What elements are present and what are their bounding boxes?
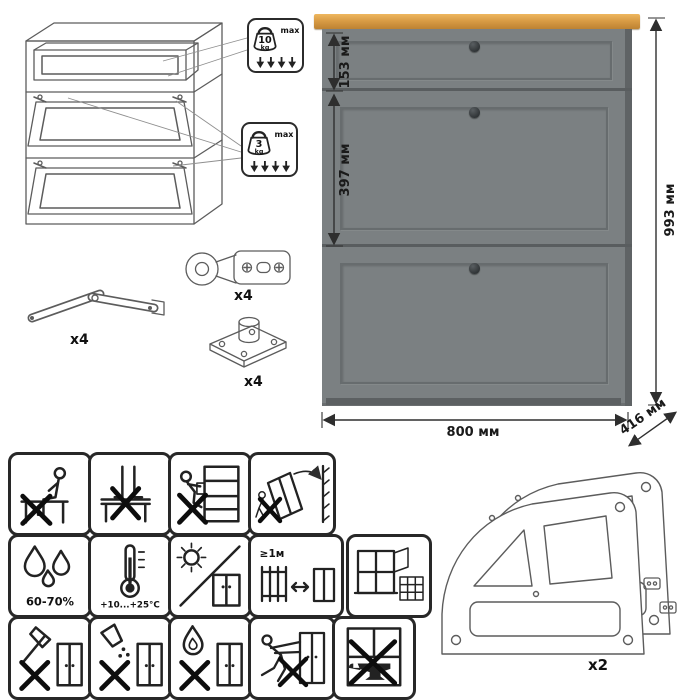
flame-icon <box>179 625 243 691</box>
care-icon-heat-distance: ≥1м <box>248 534 344 618</box>
care-icon-no-pushing <box>248 616 336 700</box>
radiator-distance-icon: ≥1м <box>260 548 336 603</box>
care-icon-avoid-sunlight <box>168 534 252 618</box>
dimension-total-height: 993 мм <box>663 184 678 237</box>
humidity-icon: 60-70% <box>23 545 75 608</box>
down-arrows-icon <box>255 57 296 69</box>
care-icon-humidity-range: 60-70% <box>8 534 92 618</box>
foot-qty-label: x4 <box>244 374 263 390</box>
care-icon-temperature-range: +10...+25°C <box>88 534 172 618</box>
care-icon-ventilated-room <box>346 534 432 618</box>
divider-line <box>322 88 632 91</box>
temperature-value: +10...+25°C <box>100 601 160 611</box>
door-knob <box>468 263 480 274</box>
axe-icon <box>19 626 83 691</box>
flap-load-limit-badge: 3 kg max <box>241 122 298 177</box>
down-arrows-icon <box>249 161 290 173</box>
humidity-value: 60-70% <box>26 594 75 608</box>
anvil-in-cabinet-icon <box>346 627 402 687</box>
window-icon <box>353 547 424 601</box>
leader-lines <box>67 37 248 167</box>
care-icon-no-climbing <box>168 452 252 536</box>
foot-fitting-drawing <box>209 316 287 368</box>
dimension-flap-height: 397 мм <box>338 144 353 197</box>
cabinet-flap-door-2 <box>324 247 624 398</box>
door-knob <box>468 107 480 118</box>
care-icon-no-sitting <box>8 452 92 536</box>
flap-limit-unit: kg <box>254 149 263 156</box>
drawer-limit-value: 10 <box>258 35 272 46</box>
heat-distance-value: ≥1м <box>260 548 285 560</box>
cabinet-top-board <box>314 14 640 29</box>
drawer-knob <box>468 41 480 52</box>
max-label: max <box>280 26 300 35</box>
max-label: max <box>274 130 294 139</box>
hinge-qty-label: x4 <box>234 288 253 304</box>
care-icon-no-open-flame <box>168 616 252 700</box>
side-panel-qty-label: x2 <box>588 656 609 674</box>
dimension-depth: 416 мм <box>617 396 669 439</box>
cabinet-flap-door-1 <box>324 91 624 244</box>
care-icon-no-liquids <box>88 616 172 700</box>
side-panel-parts-drawing <box>441 471 677 655</box>
sun-icon <box>176 542 241 607</box>
dimension-width: 800 мм <box>447 425 500 440</box>
thermometer-icon: +10...+25°C <box>100 544 160 611</box>
spilling-cup-icon <box>99 623 163 691</box>
drawer-limit-unit: kg <box>260 45 269 52</box>
pushing-person-icon <box>260 631 326 688</box>
care-icon-no-sharp-tools <box>8 616 92 700</box>
no-climbing-icon <box>177 465 240 525</box>
no-sitting-icon <box>20 466 69 526</box>
cabinet-wireframe-drawing <box>25 22 248 225</box>
cabinet-render <box>314 14 640 406</box>
cabinet-plinth <box>326 398 621 405</box>
kettlebell-icon: 3 kg <box>247 131 271 156</box>
divider-line <box>322 244 632 247</box>
care-icon-no-standing <box>88 452 172 536</box>
flap-limit-value: 3 <box>255 139 262 150</box>
hinge-drawing <box>185 250 291 286</box>
cabinet-body <box>322 29 632 406</box>
care-icon-anchor-to-wall <box>248 452 336 536</box>
lid-stay-drawing <box>27 289 165 323</box>
stay-qty-label: x4 <box>70 332 89 348</box>
no-standing-icon <box>100 465 151 523</box>
care-icon-no-overloading <box>332 616 416 700</box>
drawer-load-limit-badge: 10 kg max <box>247 18 304 73</box>
dimension-drawer-height: 153 мм <box>338 36 353 89</box>
anchor-to-wall-icon <box>255 464 330 524</box>
dimension-annotations: 153 мм 397 мм 993 мм 800 мм 416 мм <box>321 17 678 447</box>
kettlebell-icon: 10 kg <box>253 27 277 52</box>
